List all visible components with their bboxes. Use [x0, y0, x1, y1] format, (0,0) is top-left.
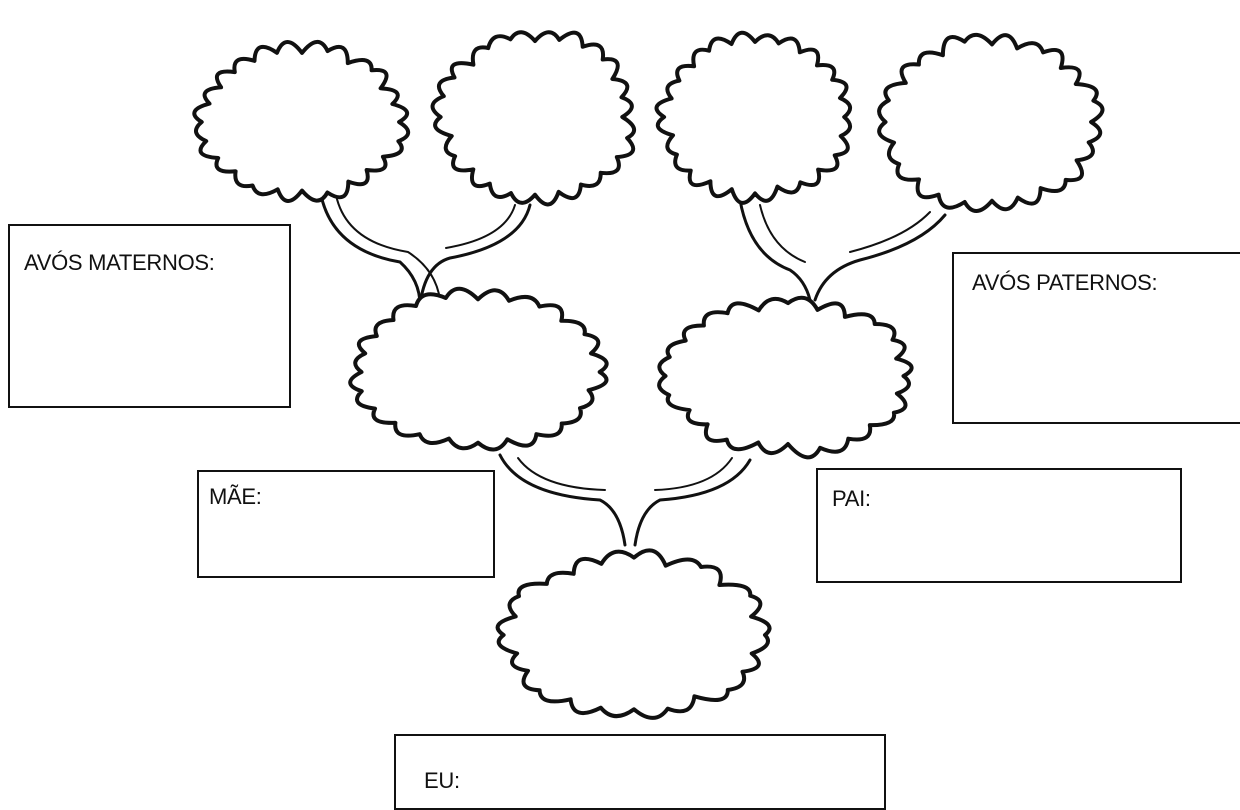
crown-paternal-grandparent-2 — [877, 32, 1105, 213]
branch-parents-right-inner — [654, 457, 733, 491]
branch-maternal-right-inner — [445, 204, 516, 249]
crown-maternal-grandparent-1 — [192, 39, 411, 203]
avos-paternos-label: AVÓS PATERNOS: — [972, 270, 1158, 295]
avos-paternos-box[interactable]: AVÓS PATERNOS: — [952, 252, 1240, 424]
branch-maternal-left-inner — [335, 194, 441, 301]
branch-parents-left-inner — [517, 457, 606, 491]
mae-label: MÃE: — [209, 484, 262, 509]
mae-box[interactable]: MÃE: — [197, 470, 495, 578]
crown-paternal-grandparent-1 — [654, 30, 852, 205]
branch-paternal-right-inner — [849, 211, 931, 253]
branch-paternal-left-inner — [759, 204, 806, 263]
crown-mother — [348, 286, 609, 452]
eu-box[interactable]: EU: — [394, 734, 886, 810]
branch-parents-left — [498, 453, 627, 547]
branch-maternal-right — [418, 203, 532, 307]
pai-label: PAI: — [832, 486, 871, 511]
branch-maternal-left — [318, 188, 422, 307]
branch-paternal-left — [738, 198, 812, 302]
crown-father — [657, 295, 914, 460]
crown-maternal-grandparent-2 — [430, 30, 636, 207]
branch-parents-right — [633, 458, 752, 547]
crown-me — [495, 548, 772, 720]
avos-maternos-label: AVÓS MATERNOS: — [24, 250, 215, 275]
pai-box[interactable]: PAI: — [816, 468, 1182, 583]
avos-maternos-box[interactable]: AVÓS MATERNOS: — [8, 224, 291, 408]
eu-label: EU: — [424, 768, 460, 793]
branch-paternal-right — [813, 213, 947, 302]
